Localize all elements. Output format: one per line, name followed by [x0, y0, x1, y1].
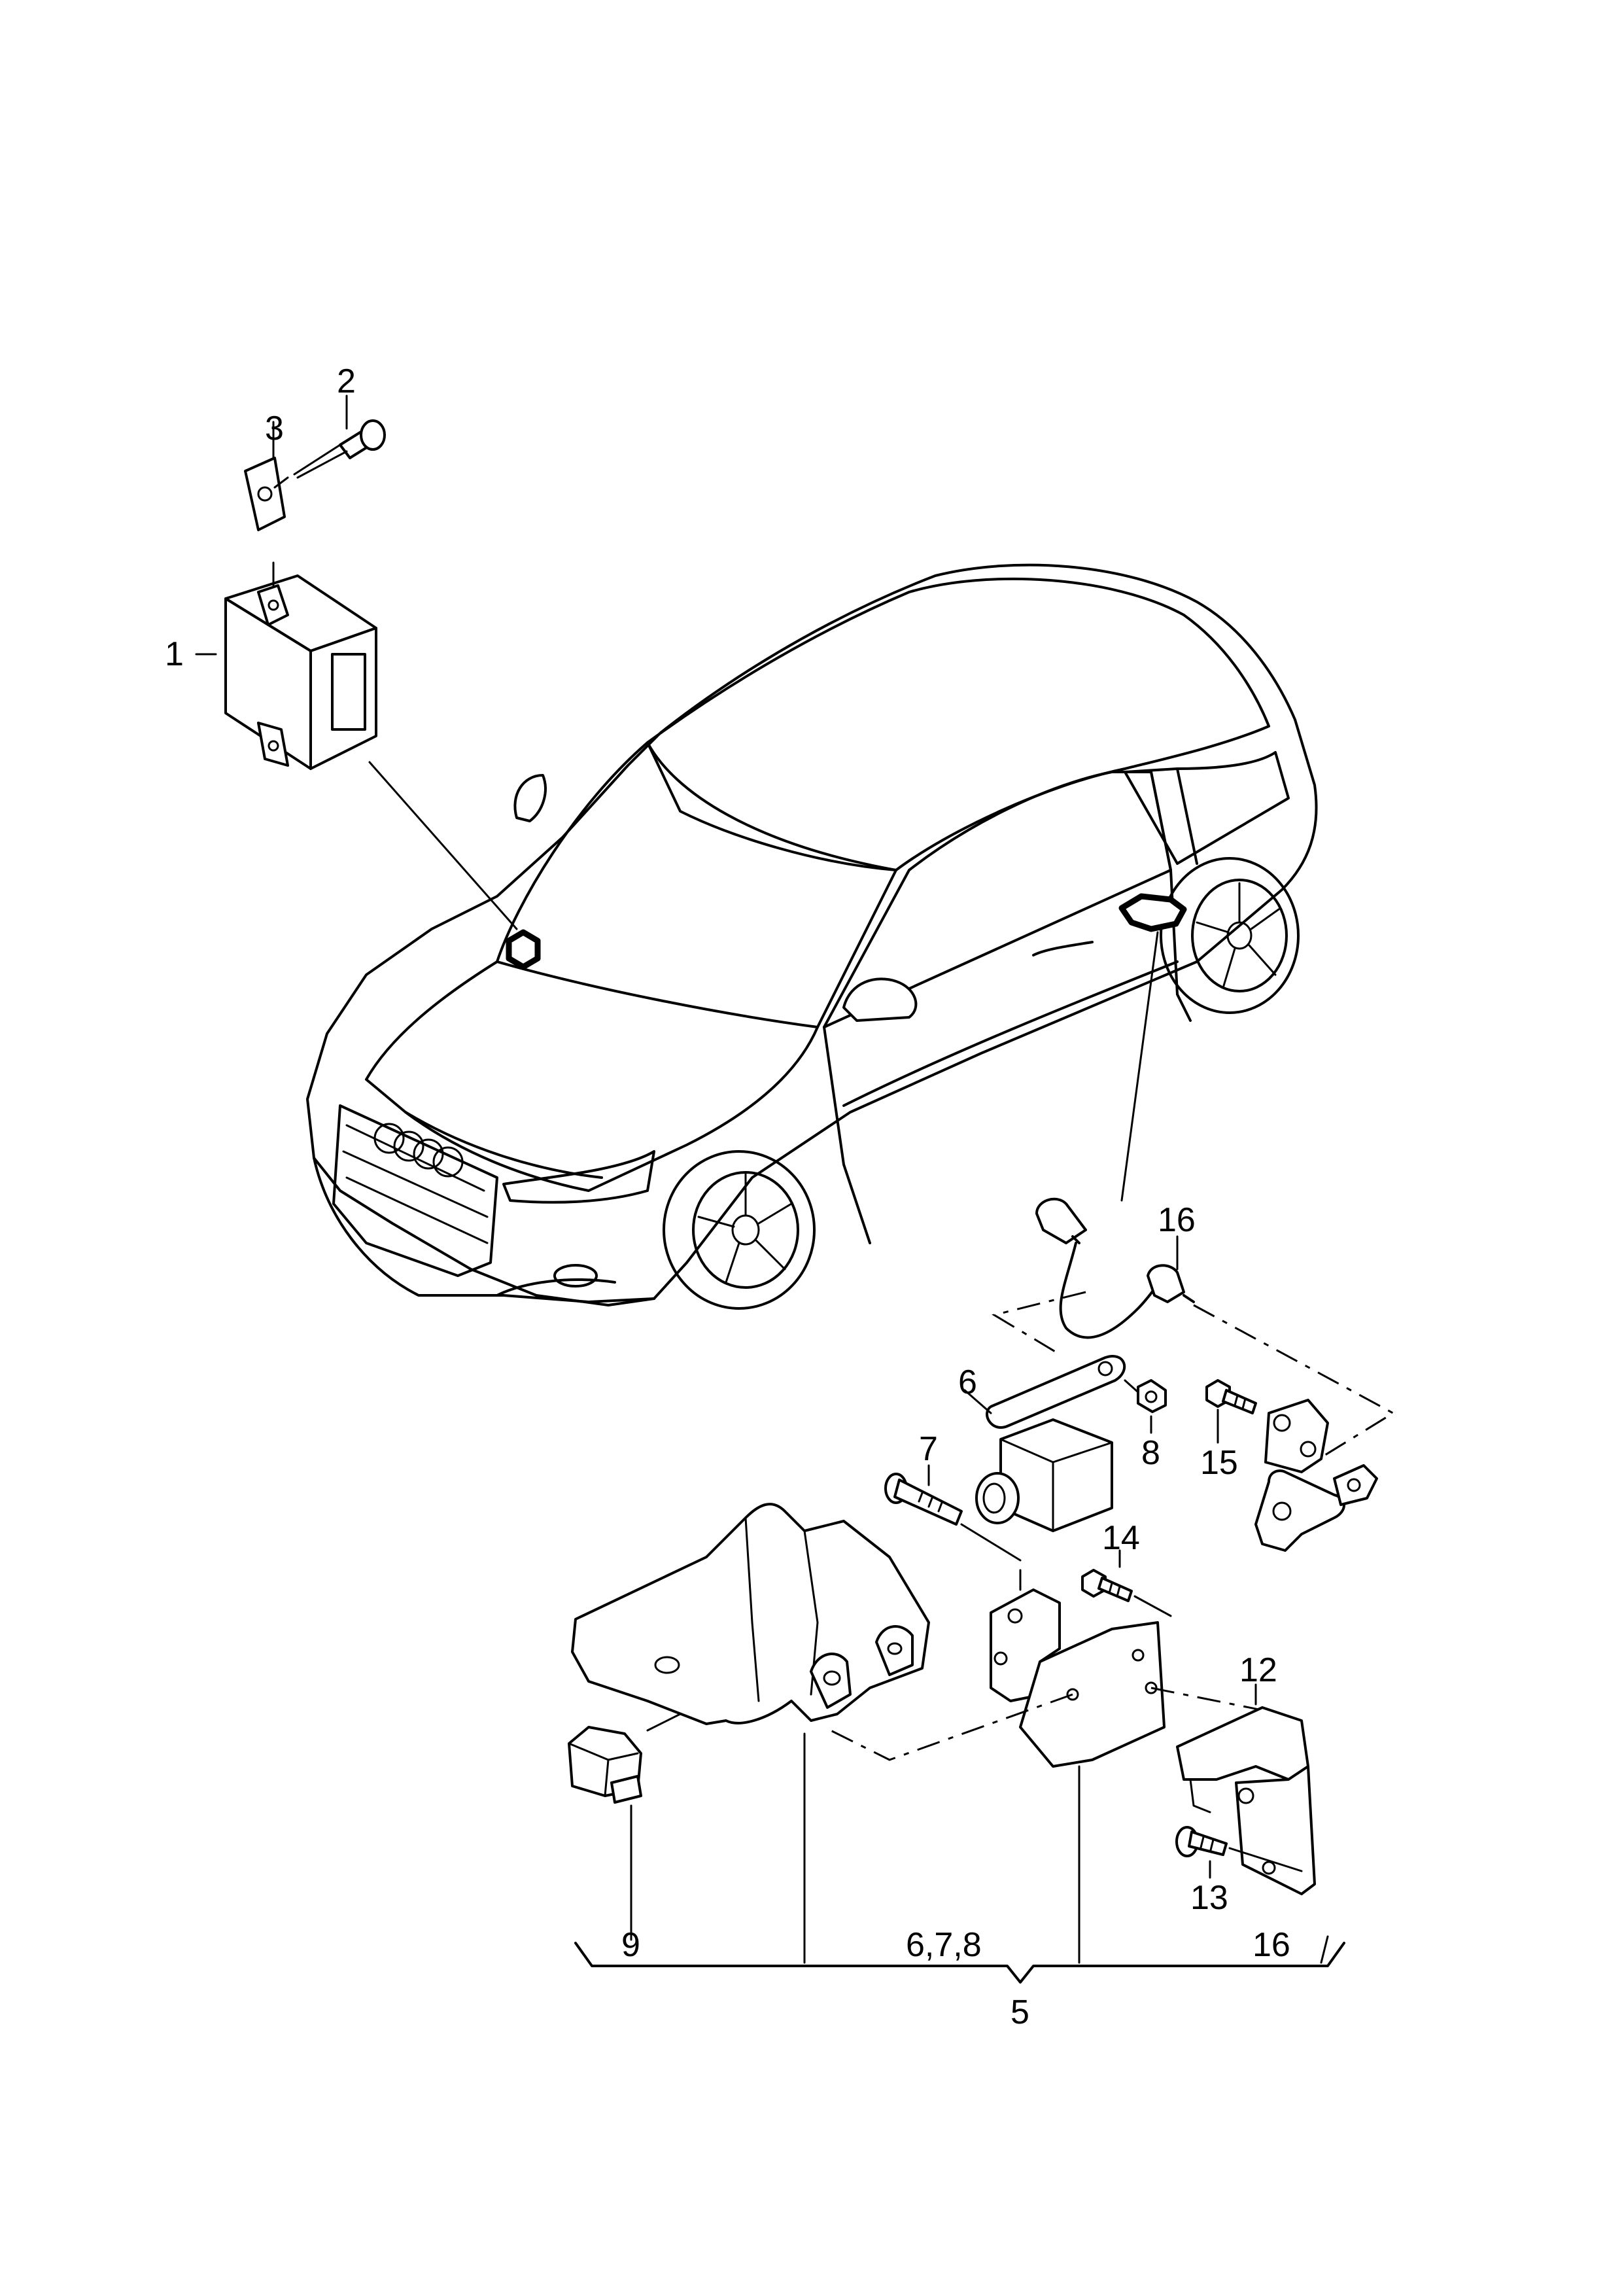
dashline-16-bracket	[1193, 1304, 1395, 1467]
front-wheel	[663, 1150, 816, 1310]
part-15-bolt	[1205, 1379, 1257, 1414]
label-16-top: 16	[1158, 1201, 1196, 1239]
leader-6	[963, 1389, 992, 1414]
part-8-nut	[1137, 1379, 1167, 1413]
part-3-clip	[244, 457, 286, 531]
label-678: 6,7,8	[906, 1926, 982, 1964]
leader-2-to-3	[273, 476, 289, 489]
shield-plate	[571, 1503, 930, 1725]
leader-7-to-bracket	[960, 1523, 1022, 1562]
label-13: 13	[1190, 1879, 1228, 1917]
door-location-marker	[1118, 893, 1187, 932]
label-1: 1	[165, 635, 184, 673]
rear-wheel	[1160, 857, 1300, 1014]
dashline-bracket-9	[830, 1693, 1073, 1761]
label-3: 3	[265, 410, 284, 447]
leader-13-to-12	[1228, 1847, 1303, 1872]
car-logo	[373, 1123, 464, 1178]
leader-14-to-bracket	[1133, 1595, 1172, 1617]
part-7-bolt	[884, 1473, 963, 1526]
part-16-bracket	[1254, 1399, 1378, 1552]
label-14: 14	[1102, 1519, 1140, 1557]
leader-16-bottom	[1320, 1935, 1329, 1964]
part-16-cable	[1035, 1197, 1195, 1339]
part-14-bolt	[1081, 1569, 1133, 1602]
label-15: 15	[1200, 1444, 1238, 1482]
label-5: 5	[1011, 1993, 1029, 2031]
leader-9-to-shield	[646, 1713, 682, 1732]
part-13-bolt	[1175, 1826, 1228, 1857]
label-12: 12	[1239, 1651, 1277, 1689]
label-2: 2	[337, 362, 356, 400]
label-8: 8	[1141, 1434, 1160, 1472]
leader-8-to-6	[1124, 1379, 1139, 1393]
hex-location-marker	[506, 929, 541, 970]
car-illustration	[306, 563, 1318, 1310]
label-7: 7	[919, 1430, 938, 1468]
part-2-screw	[293, 419, 386, 479]
part-12-bracket	[1176, 1706, 1316, 1895]
dashline-16-box	[992, 1291, 1086, 1356]
label-6: 6	[958, 1363, 977, 1401]
label-16-bottom: 16	[1253, 1926, 1290, 1964]
label-9: 9	[621, 1926, 640, 1964]
brace-5	[574, 1942, 1345, 1984]
leader-1-to-car	[368, 761, 518, 930]
part-5-center-bracket	[990, 1588, 1166, 1768]
leader-door-to-16	[1120, 931, 1159, 1202]
part-9-clip	[568, 1726, 642, 1804]
part-6-level-sensor	[975, 1355, 1126, 1532]
part-1-control-unit	[224, 574, 377, 770]
